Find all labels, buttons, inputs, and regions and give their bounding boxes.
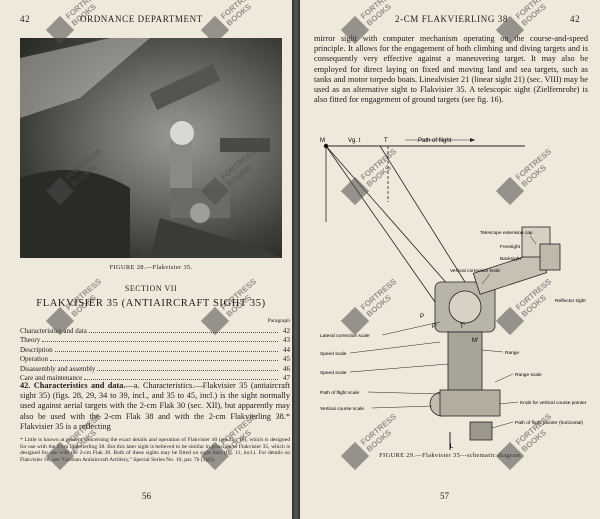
callout-path-of-flight-pointer: Path of flight pointer (horizontal) [515, 420, 583, 426]
left-header-page-number: 42 [20, 14, 31, 24]
toc-label: Theory [20, 336, 41, 344]
label-l: L [450, 444, 454, 450]
label-m: M [320, 138, 325, 144]
callout-speed-scale: Speed scale [320, 351, 347, 357]
sight-photo-illustration [20, 38, 282, 258]
book-gutter [292, 0, 300, 519]
callout-foresight: Foresight [500, 244, 521, 250]
toc-page: 46 [283, 364, 290, 373]
label-t: T [384, 138, 388, 144]
right-header-page-number: 42 [570, 14, 581, 24]
toc-page: 45 [283, 355, 290, 363]
callout-backsight: Backsight [500, 256, 521, 262]
schematic-diagram: M Vg. t T Path of flight P P' [320, 138, 587, 450]
footnote: * Little is known at present concerning … [20, 437, 290, 463]
right-running-header: 2-CM FLAKVIERLING 38 [395, 14, 508, 24]
right-page: 2-CM FLAKVIERLING 38 42 mirror sight wit… [300, 0, 600, 519]
section-title: FLAKVISIER 35 (ANTIAIRCRAFT SIGHT 35) [36, 298, 266, 309]
toc-row: Theory 43 [20, 335, 290, 344]
toc-label: Care and maintenance [20, 374, 83, 382]
continued-paragraph: mirror sight with computer mechanism ope… [314, 34, 588, 105]
label-path-of-flight: Path of flight [418, 138, 452, 144]
right-page-number: 57 [440, 491, 449, 501]
toc-label: Disassembly and assembly [20, 364, 96, 373]
callout-knob-vertical-course: Knob for vertical course pointer [520, 400, 587, 406]
label-p-prime: P' [432, 324, 437, 330]
callout-vertical-correction-knob: Vertical correction knob [450, 268, 500, 274]
paragraph-42-heading: 42. Characteristics and data. [20, 381, 126, 390]
toc-row: Operation 45 [20, 354, 290, 363]
left-page: 42 ORDNANCE DEPARTMENT FIGURE 28.—Flakvi… [0, 0, 292, 519]
sight-photograph [20, 38, 282, 258]
figure-29-caption: FIGURE 29.—Flakvisier 35—schematic diagr… [379, 452, 523, 459]
left-page-number: 56 [142, 491, 151, 501]
callout-path-of-flight-scale: Path of flight scale [320, 390, 360, 396]
label-vg: Vg. t [348, 138, 361, 144]
callout-speed-scale-2: Speed scale [320, 370, 347, 376]
toc-page: 47 [283, 374, 290, 382]
callout-vertical-course-scale: Vertical course scale [320, 406, 364, 412]
paragraph-42-text: —a. Characteristics.—Flakvisier 35 (anti… [20, 381, 290, 431]
figure-28-caption: FIGURE 28.—Flakvisier 35. [109, 264, 193, 271]
toc-row: Characteristics and data 42 [20, 325, 290, 335]
callout-telescope-extension-cap: Telescope extension cap [480, 230, 533, 236]
callout-lateral-correction-scale: Lateral correction scale [320, 333, 370, 339]
toc-row: Disassembly and assembly 46 [20, 363, 290, 373]
label-t-prime: T' [460, 324, 465, 330]
toc-paragraph-header: Paragraph [267, 318, 290, 324]
toc-page: 42 [283, 326, 290, 335]
section-label: SECTION VII [124, 284, 178, 293]
toc-page: 44 [283, 345, 290, 354]
callout-range: Range [505, 350, 519, 356]
left-running-header: ORDNANCE DEPARTMENT [80, 14, 203, 24]
callout-range-scale: Range scale [515, 372, 542, 378]
toc-label: Characteristics and data [20, 326, 87, 335]
toc-row: Description 44 [20, 344, 290, 354]
toc-page: 43 [283, 336, 290, 344]
label-m-prime: M' [472, 338, 478, 344]
callout-reflector-sight: Reflector sight [555, 298, 586, 304]
label-p: P [420, 314, 424, 320]
paragraph-42: 42. Characteristics and data.—a. Charact… [20, 381, 290, 432]
sight-mechanism-drawing [429, 226, 561, 450]
toc-row: Care and maintenance 47 [20, 373, 290, 382]
toc-label: Description [20, 345, 53, 354]
toc-label: Operation [20, 355, 48, 363]
paragraph-index: Paragraph Characteristics and data 42 The… [20, 318, 290, 382]
